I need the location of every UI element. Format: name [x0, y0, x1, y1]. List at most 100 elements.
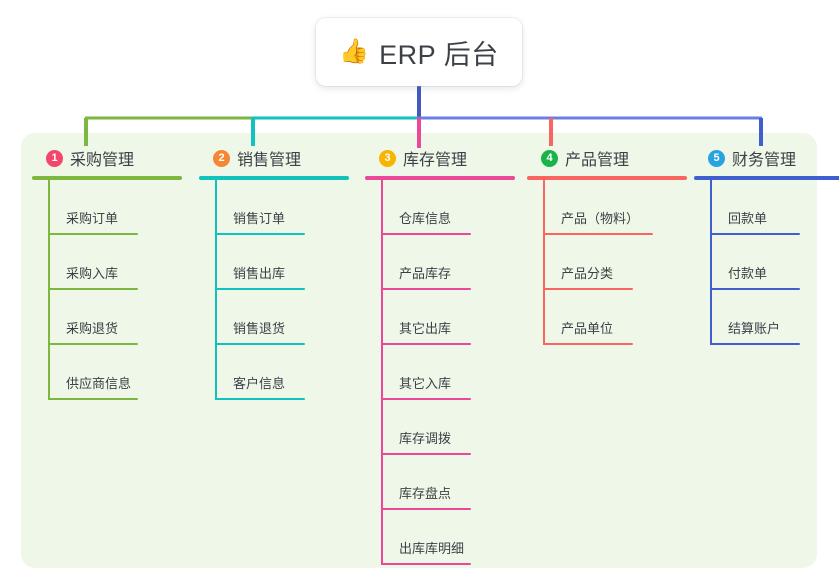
leaf-rule [710, 233, 800, 235]
leaf-rule [381, 453, 471, 455]
leaf-label: 采购订单 [66, 211, 119, 226]
leaf-label: 库存盘点 [399, 486, 452, 501]
list-item[interactable]: 其它出库 [381, 290, 515, 345]
list-item[interactable]: 销售出库 [215, 235, 349, 290]
leaf-rule [48, 233, 138, 235]
leaf-label: 供应商信息 [66, 376, 132, 391]
list-item[interactable]: 客户信息 [215, 345, 349, 400]
list-item[interactable]: 仓库信息 [381, 180, 515, 235]
list-item[interactable]: 产品库存 [381, 235, 515, 290]
branch-header-2[interactable]: 2 销售管理 [199, 145, 349, 171]
branch-number-badge-5: 5 [708, 149, 725, 167]
leaf-rule [381, 398, 471, 400]
leaf-label: 其它出库 [399, 321, 452, 336]
list-item[interactable]: 销售退货 [215, 290, 349, 345]
list-item[interactable]: 结算账户 [710, 290, 839, 345]
leaf-rule [48, 398, 138, 400]
leaf-label: 销售出库 [233, 266, 286, 281]
leaf-label: 采购入库 [66, 266, 119, 281]
leaf-label: 回款单 [728, 211, 768, 226]
branch-header-3[interactable]: 3 库存管理 [365, 145, 515, 171]
branch-title-2: 销售管理 [237, 152, 302, 169]
leaf-rule [710, 343, 800, 345]
leaf-label: 客户信息 [233, 376, 286, 391]
leaf-rule [381, 233, 471, 235]
leaf-rule [710, 288, 800, 290]
leaf-label: 销售订单 [233, 211, 286, 226]
leaf-label: 产品单位 [561, 321, 614, 336]
branch-rule-5 [694, 176, 839, 180]
branch-column-1: 1 采购管理 采购订单 采购入库 采购退货 供应商信息 [32, 145, 182, 400]
list-item[interactable]: 其它入库 [381, 345, 515, 400]
root-title: ERP 后台 [379, 39, 499, 70]
branch-items-5: 回款单 付款单 结算账户 [710, 180, 839, 345]
branch-spine-5 [710, 180, 712, 345]
leaf-rule [543, 233, 653, 235]
list-item[interactable]: 销售订单 [215, 180, 349, 235]
leaf-rule [215, 233, 305, 235]
branch-header-1[interactable]: 1 采购管理 [32, 145, 182, 171]
leaf-label: 结算账户 [728, 321, 781, 336]
branch-spine-2 [215, 180, 217, 400]
branch-spine-4 [543, 180, 545, 345]
leaf-label: 付款单 [728, 266, 768, 281]
leaf-rule [215, 343, 305, 345]
list-item[interactable]: 采购退货 [48, 290, 182, 345]
leaf-rule [215, 398, 305, 400]
leaf-label: 销售退货 [233, 321, 286, 336]
leaf-rule [215, 288, 305, 290]
branch-title-1: 采购管理 [70, 152, 135, 169]
list-item[interactable]: 库存调拨 [381, 400, 515, 455]
list-item[interactable]: 产品分类 [543, 235, 687, 290]
list-item[interactable]: 出库库明细 [381, 510, 515, 565]
leaf-rule [381, 288, 471, 290]
branch-number-badge-2: 2 [213, 149, 230, 167]
branch-number-badge-1: 1 [46, 149, 63, 167]
branch-rule-3 [365, 176, 515, 180]
leaf-rule [48, 288, 138, 290]
leaf-label: 产品库存 [399, 266, 452, 281]
branch-title-3: 库存管理 [403, 152, 468, 169]
branch-rule-1 [32, 176, 182, 180]
branch-number-badge-4: 4 [541, 149, 558, 167]
branch-column-2: 2 销售管理 销售订单 销售出库 销售退货 客户信息 [199, 145, 349, 400]
list-item[interactable]: 供应商信息 [48, 345, 182, 400]
branch-title-4: 产品管理 [565, 152, 630, 169]
branch-items-2: 销售订单 销售出库 销售退货 客户信息 [215, 180, 349, 400]
branch-items-3: 仓库信息 产品库存 其它出库 其它入库 库存调拨 库存盘点 [381, 180, 515, 565]
leaf-label: 仓库信息 [399, 211, 452, 226]
branch-header-4[interactable]: 4 产品管理 [527, 145, 687, 171]
branch-rule-4 [527, 176, 687, 180]
leaf-label: 采购退货 [66, 321, 119, 336]
list-item[interactable]: 产品单位 [543, 290, 687, 345]
root-node[interactable]: 👍 ERP 后台 [316, 18, 522, 86]
list-item[interactable]: 库存盘点 [381, 455, 515, 510]
leaf-rule [381, 343, 471, 345]
leaf-rule [48, 343, 138, 345]
branch-column-4: 4 产品管理 产品（物料） 产品分类 产品单位 [527, 145, 687, 345]
leaf-label: 产品分类 [561, 266, 614, 281]
branch-number-badge-3: 3 [379, 149, 396, 167]
branch-spine-3 [381, 180, 383, 565]
branches-panel [21, 133, 817, 568]
list-item[interactable]: 回款单 [710, 180, 839, 235]
list-item[interactable]: 产品（物料） [543, 180, 687, 235]
branch-items-1: 采购订单 采购入库 采购退货 供应商信息 [48, 180, 182, 400]
leaf-label: 库存调拨 [399, 431, 452, 446]
leaf-rule [543, 288, 633, 290]
leaf-rule [381, 508, 471, 510]
branch-rule-2 [199, 176, 349, 180]
list-item[interactable]: 付款单 [710, 235, 839, 290]
leaf-label: 其它入库 [399, 376, 452, 391]
branch-items-4: 产品（物料） 产品分类 产品单位 [543, 180, 687, 345]
branch-title-5: 财务管理 [732, 152, 797, 169]
leaf-label: 产品（物料） [561, 211, 640, 226]
list-item[interactable]: 采购入库 [48, 235, 182, 290]
list-item[interactable]: 采购订单 [48, 180, 182, 235]
branch-header-5[interactable]: 5 财务管理 [694, 145, 839, 171]
leaf-rule [381, 563, 471, 565]
thumbs-up-icon: 👍 [339, 38, 370, 65]
leaf-label: 出库库明细 [399, 541, 465, 556]
leaf-rule [543, 343, 633, 345]
